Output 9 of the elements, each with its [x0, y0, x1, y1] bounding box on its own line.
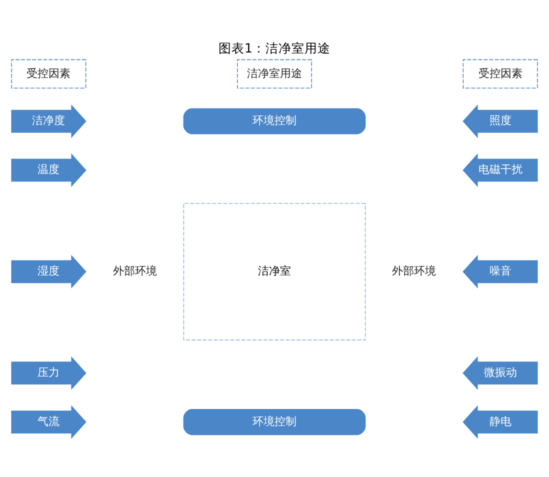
node-box: 受控因素 [11, 59, 86, 88]
node-box: 洁净室 [183, 202, 366, 340]
diagram-title: 图表1：洁净室用途 [218, 40, 331, 56]
node-box: 受控因素 [462, 59, 538, 88]
node-text: 外部环境 [392, 264, 436, 278]
node-text: 外部环境 [112, 264, 157, 278]
node-box: 环境控制 [183, 108, 366, 134]
node-box: 洁净室用途 [237, 59, 312, 88]
node-box: 环境控制 [183, 409, 366, 436]
